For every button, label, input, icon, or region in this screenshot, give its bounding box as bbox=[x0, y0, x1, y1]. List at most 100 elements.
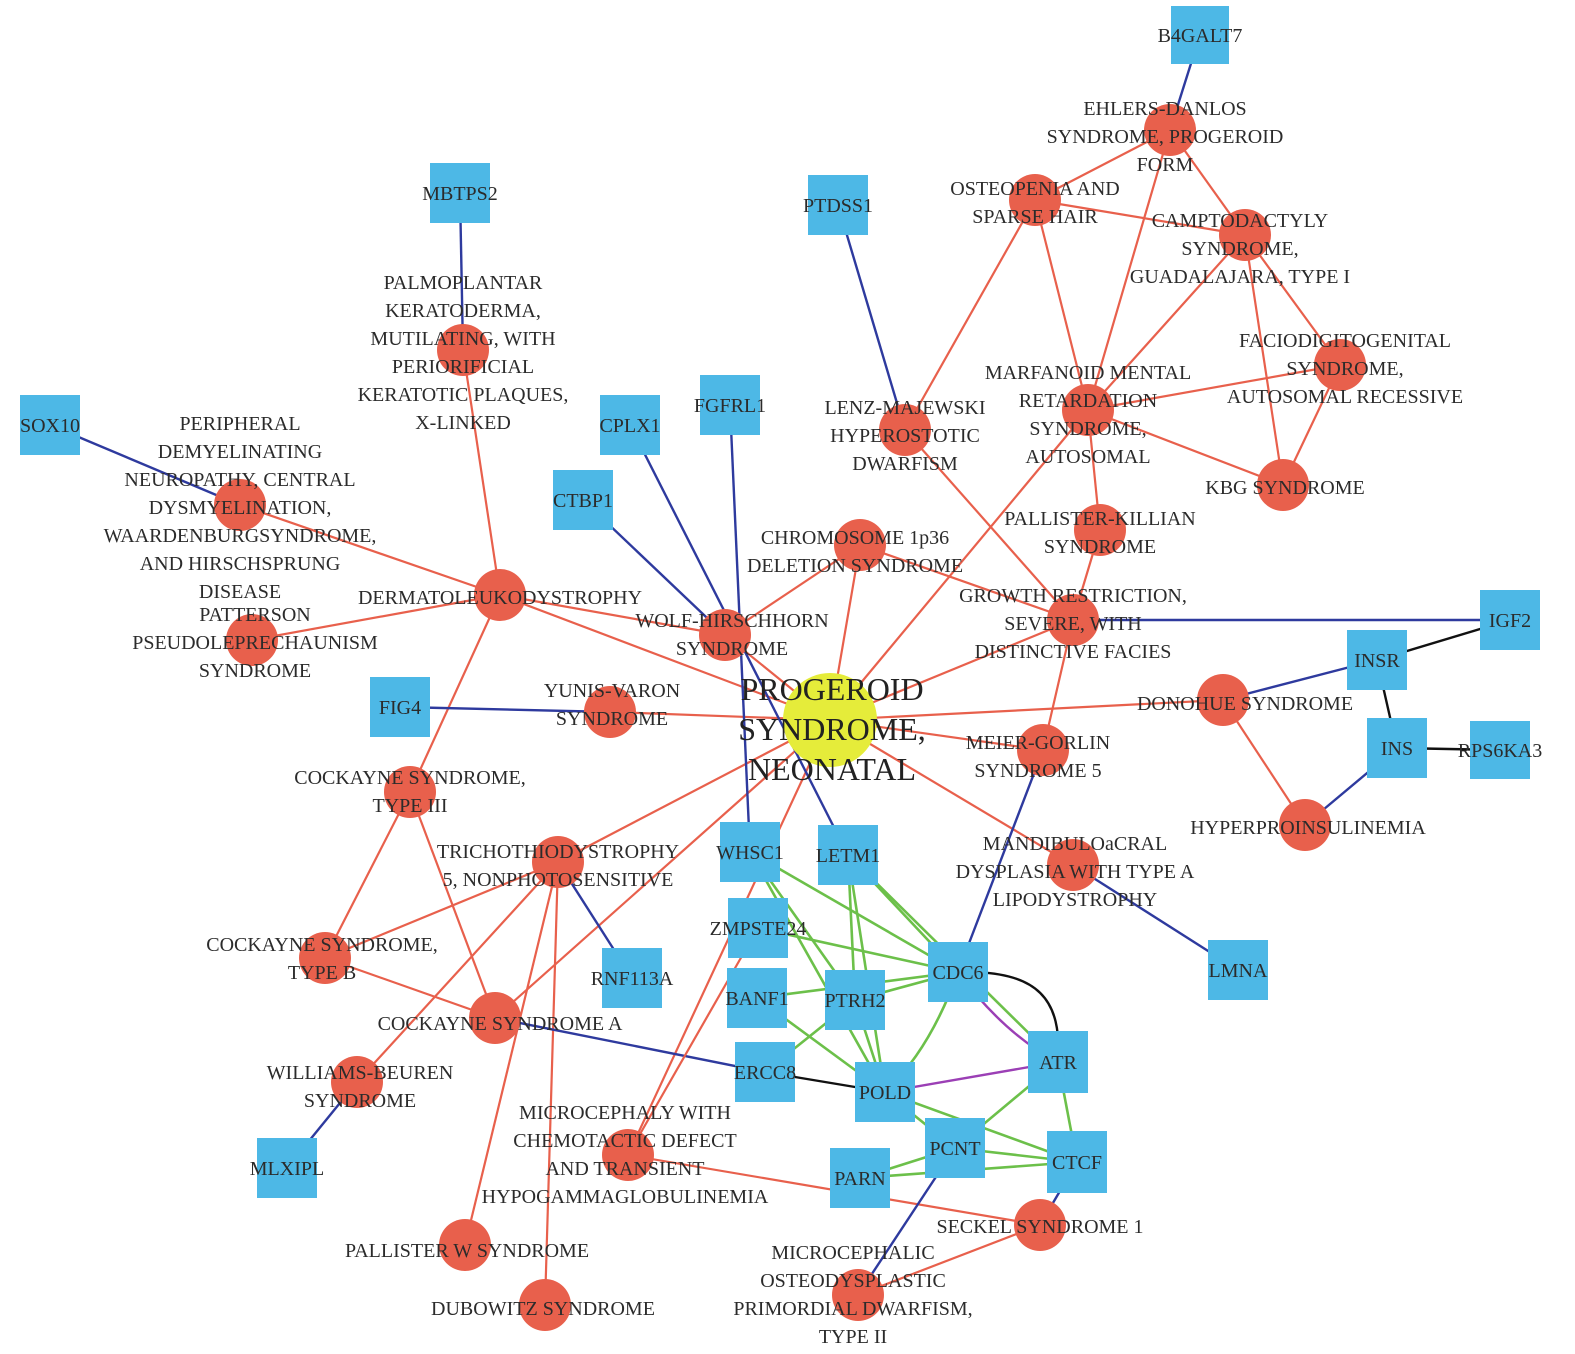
label-kbg-line: KBG SYNDROME bbox=[1205, 477, 1364, 499]
node-IGF2[interactable] bbox=[1480, 590, 1540, 650]
node-dubowitz[interactable] bbox=[519, 1279, 571, 1331]
node-ZMPSTE24[interactable] bbox=[728, 898, 788, 958]
node-faciodigito[interactable] bbox=[1314, 339, 1366, 391]
label-faciodigito-line: AUTOSOMAL RECESSIVE bbox=[1227, 386, 1463, 408]
node-INSR[interactable] bbox=[1347, 630, 1407, 690]
node-cockayneA[interactable] bbox=[469, 992, 521, 1044]
label-BANF1: BANF1 bbox=[725, 988, 788, 1010]
label-INS: INS bbox=[1381, 738, 1413, 760]
node-PTRH2[interactable] bbox=[825, 970, 885, 1030]
edge-camptodactyly-kbg bbox=[1243, 234, 1285, 486]
label-seckel: SECKEL SYNDROME 1 bbox=[936, 1216, 1143, 1238]
label-mandibulo-line: DYSPLASIA WITH TYPE A bbox=[956, 861, 1195, 883]
edge-center-tricho bbox=[557, 719, 831, 863]
node-growth[interactable] bbox=[1047, 594, 1099, 646]
node-CTCF[interactable] bbox=[1047, 1131, 1107, 1193]
label-peripheral-line: WAARDENBURGSYNDROME, bbox=[104, 525, 377, 547]
node-kbg[interactable] bbox=[1257, 459, 1309, 511]
node-SOX10[interactable] bbox=[20, 395, 80, 455]
node-pallisterk[interactable] bbox=[1074, 504, 1126, 556]
node-CDC6[interactable] bbox=[928, 942, 988, 1002]
node-PTDSS1[interactable] bbox=[808, 175, 868, 235]
node-meier[interactable] bbox=[1017, 724, 1069, 776]
node-marfanoid[interactable] bbox=[1062, 384, 1114, 436]
node-seckel[interactable] bbox=[1014, 1199, 1066, 1251]
node-lenz[interactable] bbox=[879, 404, 931, 456]
node-MLXIPL[interactable] bbox=[257, 1138, 317, 1198]
node-ATR[interactable] bbox=[1028, 1031, 1088, 1093]
edge-center-donohue bbox=[829, 698, 1224, 722]
label-patterson-line: SYNDROME bbox=[199, 660, 311, 682]
label-B4GALT7-line: B4GALT7 bbox=[1158, 25, 1243, 47]
label-palmoplantar-line: PALMOPLANTAR bbox=[384, 272, 543, 294]
node-microcephalic[interactable] bbox=[832, 1269, 884, 1321]
node-WHSC1[interactable] bbox=[720, 822, 780, 882]
node-patterson[interactable] bbox=[226, 614, 278, 666]
node-B4GALT7[interactable] bbox=[1171, 6, 1229, 64]
label-SOX10: SOX10 bbox=[20, 415, 80, 437]
label-FGFRL1: FGFRL1 bbox=[694, 395, 766, 417]
node-williams[interactable] bbox=[331, 1056, 383, 1108]
label-growth-line: SEVERE, WITH bbox=[1004, 613, 1141, 635]
label-palmoplantar-line: X-LINKED bbox=[415, 412, 511, 434]
node-donohue[interactable] bbox=[1197, 674, 1249, 726]
node-LMNA[interactable] bbox=[1208, 940, 1268, 1000]
node-osteopenia[interactable] bbox=[1009, 174, 1061, 226]
node-LETM1[interactable] bbox=[818, 825, 878, 885]
label-tricho-line: 5, NONPHOTOSENSITIVE bbox=[443, 869, 674, 891]
label-pallisterk-line: SYNDROME bbox=[1044, 536, 1156, 558]
node-cockayne3[interactable] bbox=[384, 766, 436, 818]
edge-center-mandibulo bbox=[829, 719, 1074, 866]
node-FGFRL1[interactable] bbox=[700, 375, 760, 435]
node-palmoplantar[interactable] bbox=[437, 324, 489, 376]
node-dermato[interactable] bbox=[474, 569, 526, 621]
node-microcephaly[interactable] bbox=[602, 1129, 654, 1181]
label-PARN: PARN bbox=[834, 1168, 886, 1190]
label-ATR-line: ATR bbox=[1039, 1052, 1077, 1074]
label-PTRH2: PTRH2 bbox=[824, 990, 885, 1012]
node-mandibulo[interactable] bbox=[1047, 839, 1099, 891]
node-FIG4[interactable] bbox=[370, 677, 430, 737]
node-ERCC8[interactable] bbox=[735, 1042, 795, 1102]
node-peripheral[interactable] bbox=[214, 479, 266, 531]
node-chromosome[interactable] bbox=[834, 519, 886, 571]
node-hyperpro[interactable] bbox=[1279, 799, 1331, 851]
edge-microcephalic-seckel bbox=[857, 1223, 1041, 1297]
node-pallisterw[interactable] bbox=[439, 1219, 491, 1271]
node-camptodactyly[interactable] bbox=[1219, 209, 1271, 261]
label-cockayne3: COCKAYNE SYNDROME,TYPE III bbox=[294, 767, 526, 817]
label-palmoplantar-line: MUTILATING, WITH bbox=[370, 328, 555, 350]
node-BANF1[interactable] bbox=[727, 968, 787, 1028]
node-yunis[interactable] bbox=[584, 686, 636, 738]
label-PTDSS1-line: PTDSS1 bbox=[803, 195, 873, 217]
node-center[interactable] bbox=[783, 673, 877, 767]
label-INSR: INSR bbox=[1354, 650, 1400, 672]
label-peripheral-line: DYSMYELINATION, bbox=[149, 497, 332, 519]
node-RPS6KA3[interactable] bbox=[1470, 721, 1530, 779]
label-center-line: NEONATAL bbox=[748, 751, 916, 787]
label-cockayneA: COCKAYNE SYNDROME A bbox=[378, 1013, 623, 1035]
node-PARN[interactable] bbox=[830, 1148, 890, 1208]
node-tricho[interactable] bbox=[532, 836, 584, 888]
node-CTBP1[interactable] bbox=[553, 470, 613, 530]
label-CTCF: CTCF bbox=[1052, 1152, 1102, 1174]
node-CPLX1[interactable] bbox=[600, 395, 660, 455]
label-ZMPSTE24: ZMPSTE24 bbox=[710, 918, 807, 940]
label-RNF113A-line: RNF113A bbox=[591, 968, 674, 990]
node-INS[interactable] bbox=[1367, 718, 1427, 778]
node-POLD[interactable] bbox=[855, 1062, 915, 1122]
node-PCNT[interactable] bbox=[925, 1118, 985, 1178]
label-faciodigito-line: SYNDROME, bbox=[1286, 358, 1403, 380]
node-wolf[interactable] bbox=[699, 609, 751, 661]
node-ehlers[interactable] bbox=[1144, 104, 1196, 156]
label-ehlers-line: FORM bbox=[1137, 154, 1194, 176]
node-RNF113A[interactable] bbox=[602, 948, 662, 1008]
node-MBTPS2[interactable] bbox=[430, 163, 490, 223]
node-cockayneB[interactable] bbox=[299, 932, 351, 984]
